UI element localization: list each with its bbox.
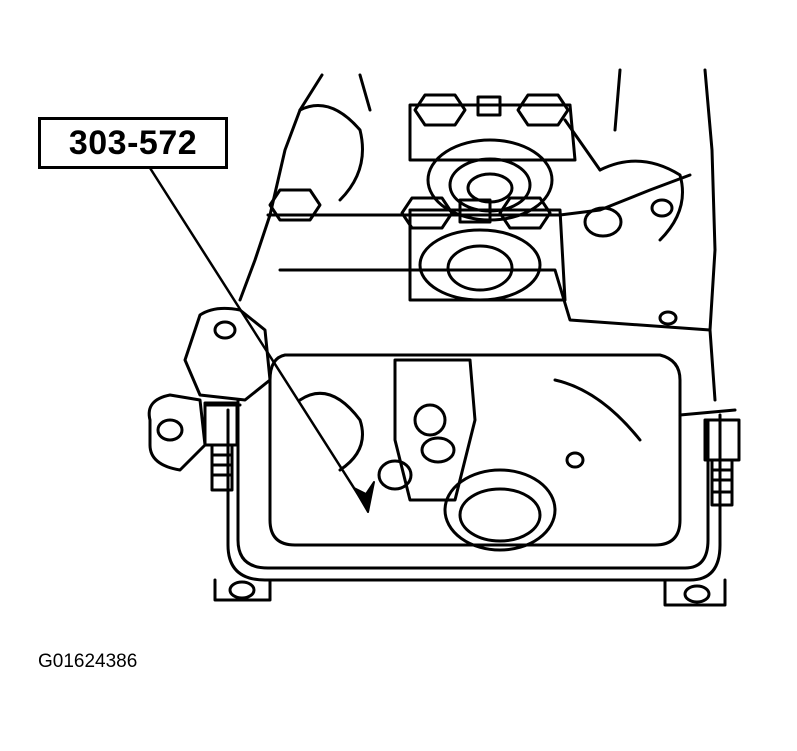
arrow-pointer-icon bbox=[148, 166, 375, 513]
tool-callout-box: 303-572 bbox=[38, 117, 228, 169]
engine-block bbox=[238, 68, 717, 402]
bottom-tabs bbox=[213, 578, 727, 607]
oil-pan-gasket bbox=[203, 353, 737, 582]
left-stud bbox=[203, 401, 239, 492]
figure-id-label: G01624386 bbox=[38, 651, 138, 672]
tool-number-label: 303-572 bbox=[68, 123, 198, 162]
bearing-cap-upper bbox=[408, 93, 577, 222]
bearing-cap-lower bbox=[268, 188, 678, 326]
internal-features bbox=[298, 358, 642, 552]
right-stud bbox=[703, 418, 741, 507]
